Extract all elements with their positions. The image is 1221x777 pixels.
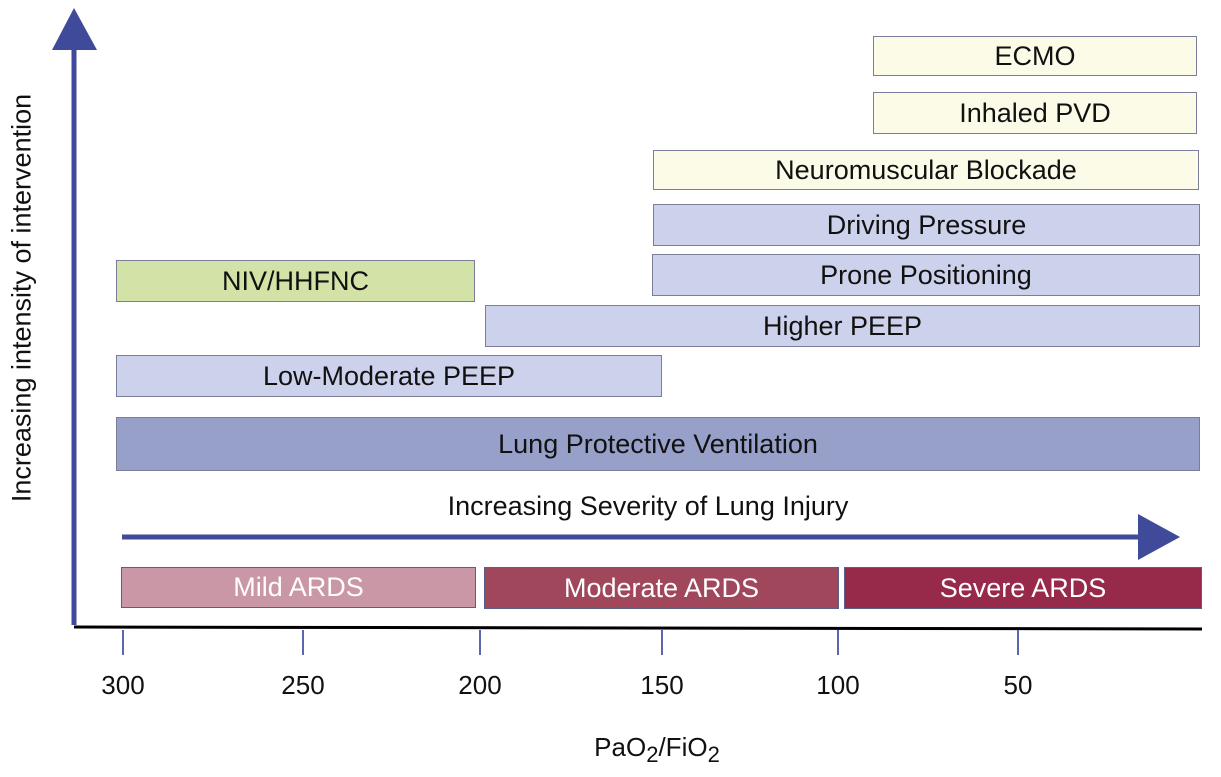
low-moderate-peep-box: Low-Moderate PEEP xyxy=(116,355,662,397)
x-tick-label: 200 xyxy=(458,670,502,700)
x-axis-label: PaO2/FiO2 xyxy=(594,732,720,768)
y-axis-label: Increasing intensity of intervention xyxy=(6,93,37,503)
x-tick xyxy=(122,630,124,655)
x-axis-label-subscript: 2 xyxy=(646,742,659,768)
mild-ards-box: Mild ARDS xyxy=(121,567,476,608)
x-axis-line xyxy=(73,625,1203,631)
higher-peep-box: Higher PEEP xyxy=(485,305,1200,347)
x-tick-label: 50 xyxy=(1003,670,1033,700)
x-axis-label-part: PaO xyxy=(594,732,647,762)
x-axis-label-subscript: 2 xyxy=(707,742,720,768)
x-tick-label: 150 xyxy=(640,670,684,700)
x-axis-label-part: /FiO xyxy=(658,732,708,762)
lung-protective-ventilation-box: Lung Protective Ventilation xyxy=(116,417,1200,471)
x-tick xyxy=(302,630,304,655)
x-tick xyxy=(837,630,839,655)
ecmo-box: ECMO xyxy=(873,36,1197,76)
x-tick-label: 100 xyxy=(816,670,860,700)
prone-positioning-box: Prone Positioning xyxy=(652,254,1200,296)
inhaled-pvd-box: Inhaled PVD xyxy=(873,92,1197,134)
severe-ards-box: Severe ARDS xyxy=(844,567,1202,609)
x-tick xyxy=(661,630,663,655)
x-tick-label: 250 xyxy=(281,670,325,700)
niv-hhfnc-box: NIV/HHFNC xyxy=(116,260,475,302)
neuromuscular-blockade-box: Neuromuscular Blockade xyxy=(653,150,1199,190)
x-tick-label: 300 xyxy=(101,670,145,700)
driving-pressure-box: Driving Pressure xyxy=(653,204,1200,246)
moderate-ards-box: Moderate ARDS xyxy=(484,567,839,609)
x-tick xyxy=(1017,630,1019,655)
y-axis-arrowhead-icon xyxy=(52,8,97,50)
severity-label: Increasing Severity of Lung Injury xyxy=(447,491,849,521)
x-tick xyxy=(479,630,481,655)
severity-arrowhead-icon xyxy=(1138,514,1180,560)
